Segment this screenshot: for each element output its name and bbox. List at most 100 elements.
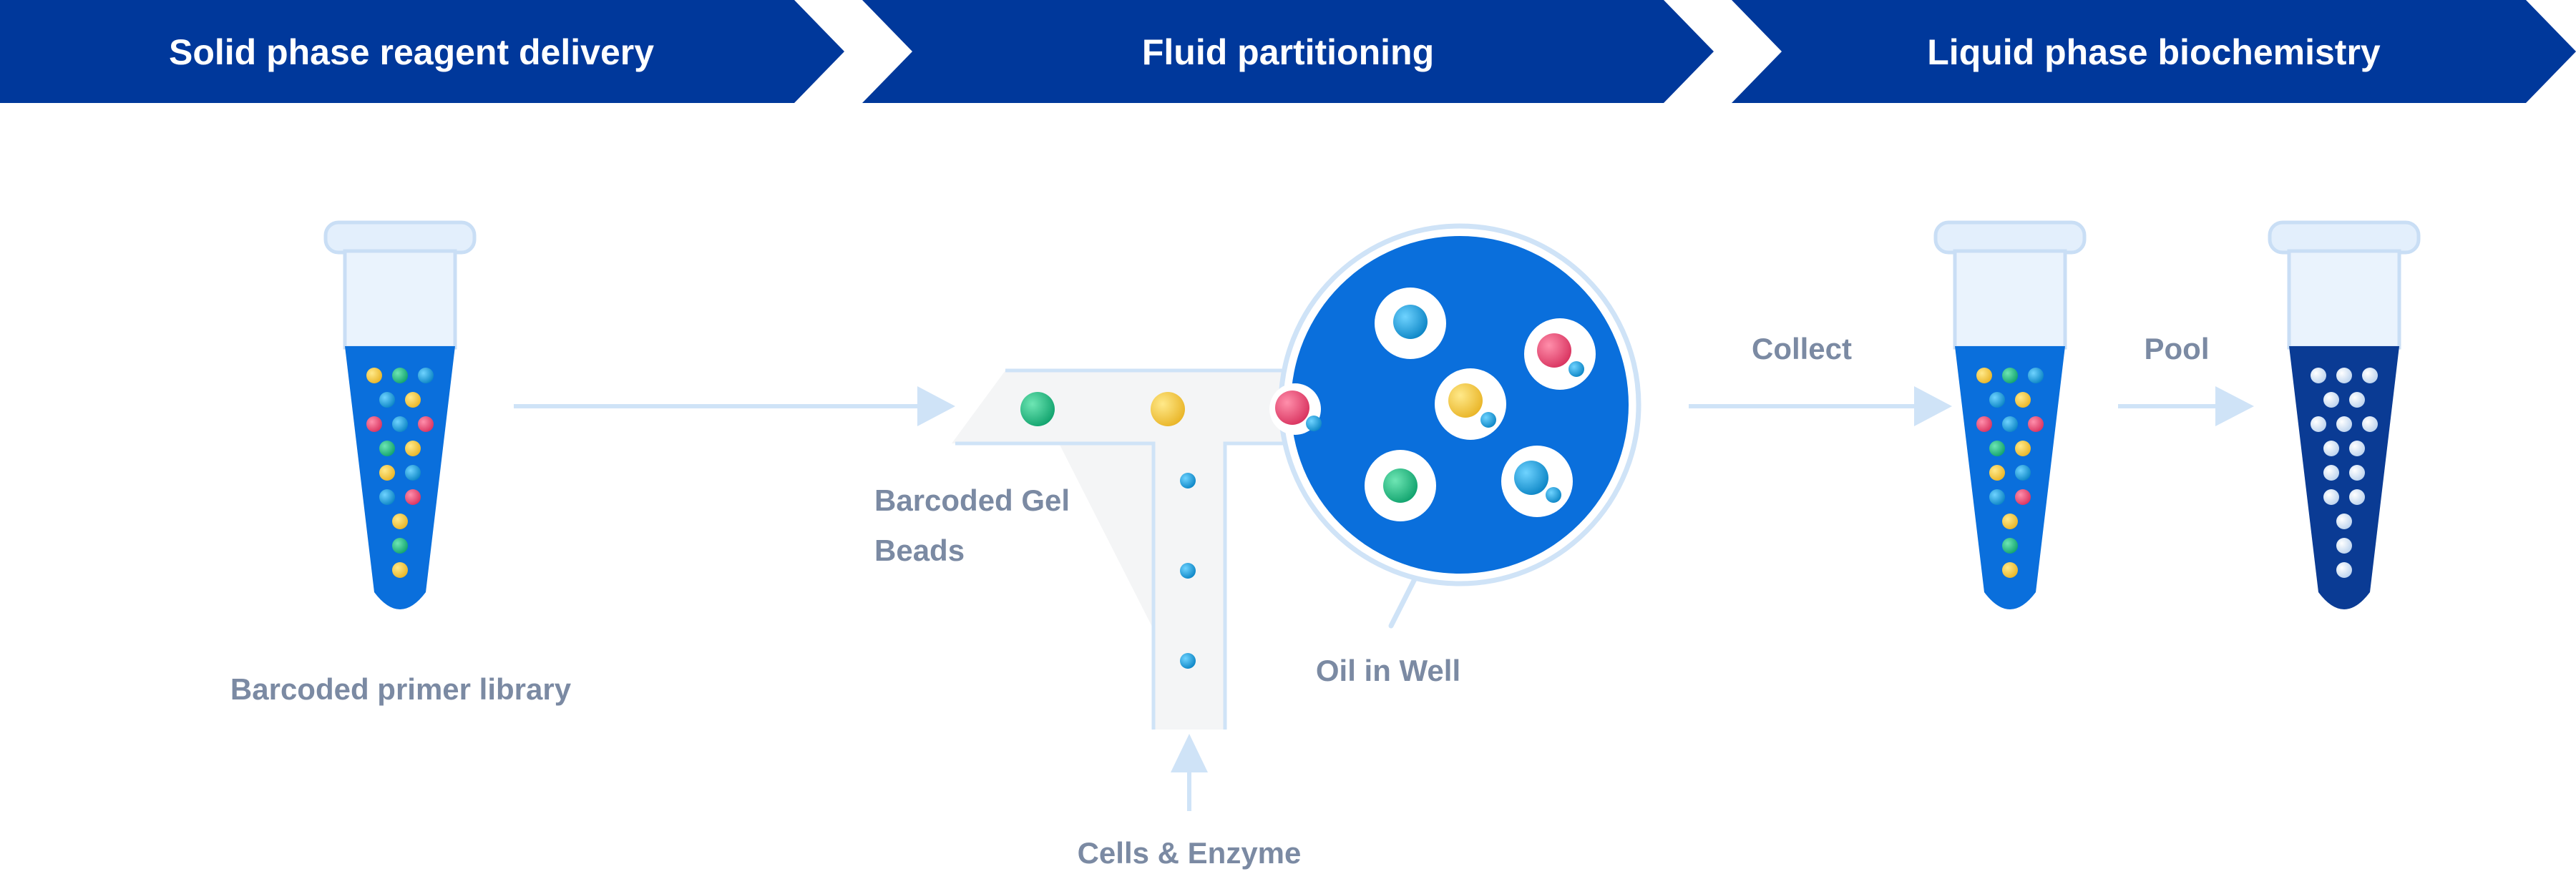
tube-bead <box>392 416 408 432</box>
tube-bead <box>2336 368 2352 383</box>
tube-body-empty <box>1953 249 2067 350</box>
tube-bead <box>366 416 382 432</box>
microfluidic-channel <box>952 368 1317 730</box>
tube-bead <box>2336 514 2352 529</box>
oil-well-magnifier <box>1269 223 1641 629</box>
droplet <box>1501 446 1573 517</box>
tube-bead <box>418 368 434 383</box>
tube-bead <box>2349 465 2365 481</box>
tube-bead <box>2336 538 2352 554</box>
tube-beads <box>1976 368 2044 578</box>
tube-cap <box>323 220 477 255</box>
channel-bead-green <box>1020 392 1055 426</box>
tube-bead <box>2349 489 2365 505</box>
tube-bead <box>392 562 408 578</box>
tube-bead <box>2349 441 2365 456</box>
stage-banner-liquid-phase <box>1732 0 2576 103</box>
tube-bead <box>2323 489 2339 505</box>
label-gel-beads-line1: Barcoded Gel <box>874 483 1070 517</box>
tube-bead <box>2336 416 2352 432</box>
tube-bead <box>2362 368 2378 383</box>
label-gel-beads: Barcoded Gel Beads <box>874 483 1078 567</box>
tube-beads <box>2311 368 2378 578</box>
channel-cell <box>1180 563 1196 579</box>
tube-bead <box>2362 416 2378 432</box>
droplet <box>1435 368 1506 440</box>
tube-bead <box>1989 392 2005 408</box>
tube-bead <box>2015 392 2031 408</box>
tube-bead <box>2015 441 2031 456</box>
channel-bead-yellow <box>1151 392 1185 426</box>
tube-bead <box>405 489 421 505</box>
stage-banner-liquid-phase-label: Liquid phase biochemistry <box>1927 32 2381 72</box>
arrow-pool <box>2118 386 2254 426</box>
tube-bead <box>2002 538 2018 554</box>
tube-bead <box>379 489 395 505</box>
tube-bead <box>366 368 382 383</box>
label-pool: Pool <box>2145 332 2210 365</box>
tube-bead <box>1989 441 2005 456</box>
tube-bead <box>392 538 408 554</box>
tube-bead <box>2015 489 2031 505</box>
tube-bead <box>2002 368 2018 383</box>
tube-bead <box>2323 465 2339 481</box>
tube-bead <box>379 465 395 481</box>
label-oil-in-well: Oil in Well <box>1316 654 1460 687</box>
tube-bead <box>1976 368 1992 383</box>
channel-cell <box>1180 653 1196 669</box>
tube-collected <box>1933 220 2087 609</box>
stage-banner: Solid phase reagent delivery Fluid parti… <box>0 0 2576 103</box>
tube-bead <box>2002 562 2018 578</box>
stage-banner-solid-phase <box>0 0 844 103</box>
tube-body-filled <box>345 346 455 609</box>
arrow-cells-inlet <box>1171 734 1208 811</box>
tube-bead <box>379 392 395 408</box>
tube-bead <box>405 392 421 408</box>
channel-cell <box>1180 473 1196 488</box>
label-collect: Collect <box>1752 332 1852 365</box>
droplet <box>1365 450 1436 521</box>
label-cells-enzyme: Cells & Enzyme <box>1078 836 1302 870</box>
tube-bead <box>2323 441 2339 456</box>
tube-body-empty <box>343 249 457 350</box>
tube-body-filled <box>2289 346 2399 609</box>
tube-bead <box>1989 489 2005 505</box>
stage-banner-fluid-partitioning <box>862 0 1714 103</box>
tube-bead <box>418 416 434 432</box>
tube-bead <box>2311 416 2326 432</box>
cell-blue <box>1306 416 1322 431</box>
tube-bead <box>405 465 421 481</box>
tube-bead <box>392 368 408 383</box>
tube-bead <box>2015 465 2031 481</box>
tube-bead <box>1976 416 1992 432</box>
label-gel-beads-line2: Beads <box>874 534 965 567</box>
tube-bead <box>405 441 421 456</box>
droplet <box>1524 318 1596 390</box>
tube-bead <box>2002 416 2018 432</box>
tube-body-filled <box>1955 346 2065 609</box>
tube-bead <box>379 441 395 456</box>
label-primer-library: Barcoded primer library <box>230 672 572 706</box>
stage-banner-solid-phase-label: Solid phase reagent delivery <box>169 32 654 72</box>
tube-cap <box>1933 220 2087 255</box>
droplet <box>1375 288 1446 359</box>
channel-body <box>952 370 1317 730</box>
tube-bead <box>2336 562 2352 578</box>
tube-bead <box>2323 392 2339 408</box>
tube-beads <box>366 368 434 578</box>
tube-bead <box>2028 368 2044 383</box>
tube-cap <box>2268 220 2421 255</box>
arrow-collect <box>1689 386 1952 426</box>
tube-bead <box>2028 416 2044 432</box>
tube-bead <box>2002 514 2018 529</box>
arrow-to-channel <box>514 386 955 426</box>
tube-bead <box>2311 368 2326 383</box>
tube-bead <box>2349 392 2365 408</box>
tube-pooled <box>2268 220 2421 609</box>
tube-bead <box>1989 465 2005 481</box>
tube-bead <box>392 514 408 529</box>
stage-banner-fluid-partitioning-label: Fluid partitioning <box>1142 32 1434 72</box>
bead-pink <box>1275 391 1309 425</box>
tube-primer-library <box>323 220 477 609</box>
